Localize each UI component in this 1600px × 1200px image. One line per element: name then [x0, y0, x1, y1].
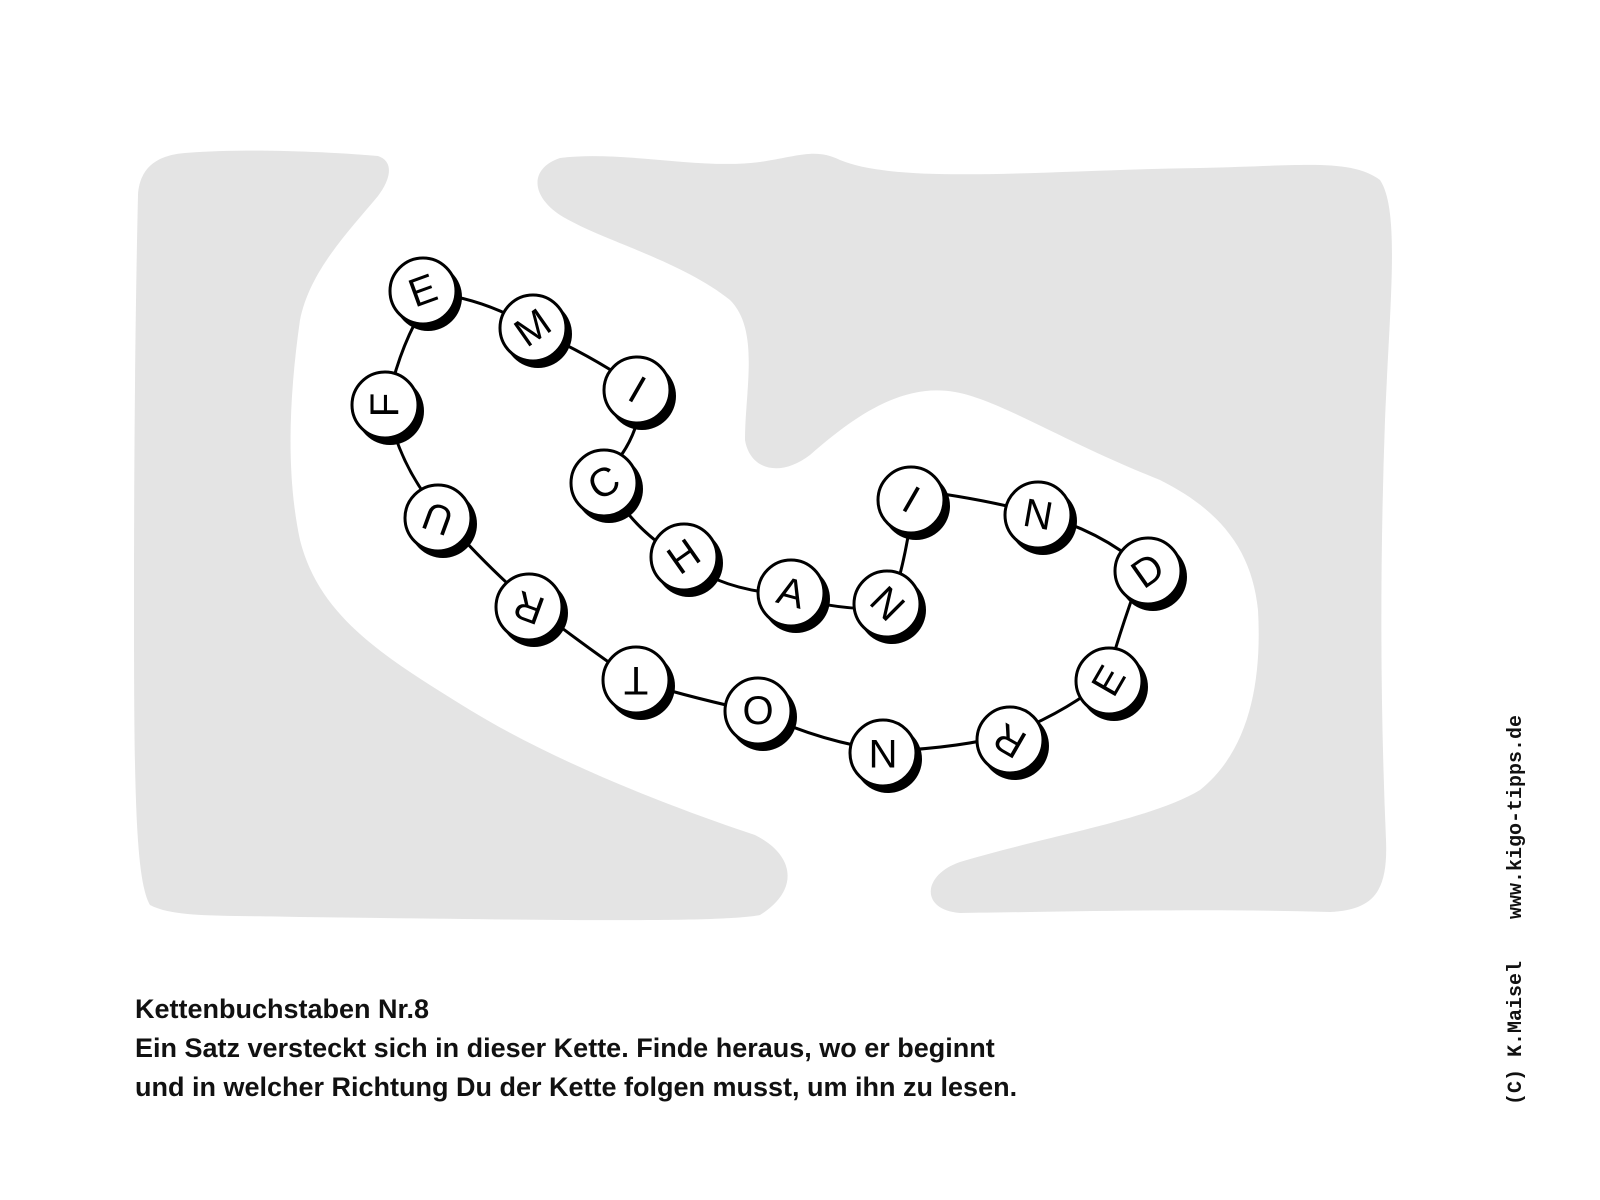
bead-face — [403, 483, 473, 553]
chain-bead: R — [975, 705, 1049, 780]
credit-line: (C) K.Maisel www.kigo-tipps.de — [1505, 715, 1528, 1105]
bead-letter: F — [363, 393, 407, 417]
chain-bead: E — [1074, 646, 1148, 721]
bead-face — [1113, 536, 1183, 606]
background-blob-left — [134, 150, 788, 921]
author-credit: (C) K.Maisel — [1505, 960, 1528, 1105]
bead-letter: O — [742, 689, 773, 733]
chain-bead: N — [852, 569, 926, 644]
bead-letter: N — [869, 731, 898, 775]
bead-face — [848, 718, 918, 788]
caption-instruction-line-1: Ein Satz versteckt sich in dieser Kette.… — [135, 1033, 995, 1063]
chain-bead: H — [649, 522, 723, 597]
bead-face — [602, 355, 672, 425]
chain-bead: C — [569, 448, 643, 523]
chain-bead: I — [602, 355, 676, 430]
chain-bead: I — [876, 465, 950, 540]
bead-face — [756, 558, 826, 628]
bead-face — [569, 448, 639, 518]
chain-bead: N — [848, 718, 922, 793]
caption-title: Kettenbuchstaben Nr.8 — [135, 994, 430, 1024]
bead-face — [494, 572, 564, 642]
chain-bead: U — [403, 483, 477, 558]
chain-bead: M — [498, 293, 572, 368]
chain-bead: A — [756, 558, 830, 633]
background-blob-right — [537, 153, 1392, 913]
bead-face — [601, 645, 671, 715]
chain-bead: D — [1113, 536, 1187, 611]
bead-face — [975, 705, 1045, 775]
bead-face — [649, 522, 719, 592]
chain-bead: T — [601, 645, 675, 720]
chain-bead: R — [494, 572, 568, 647]
bead-face — [852, 569, 922, 639]
bead-letter: T — [624, 658, 648, 702]
caption-instruction-line-2: und in welcher Richtung Du der Kette fol… — [135, 1072, 1018, 1102]
bead-face — [1003, 480, 1073, 550]
chain-bead: E — [388, 256, 462, 331]
bead-face — [498, 293, 568, 363]
bead-face — [350, 370, 420, 440]
bead-face — [723, 676, 793, 746]
website-credit: www.kigo-tipps.de — [1505, 714, 1528, 919]
chain-bead: N — [1003, 480, 1077, 555]
caption-block: Kettenbuchstaben Nr.8 Ein Satz versteckt… — [135, 990, 1385, 1107]
bead-face — [1074, 646, 1144, 716]
chain-bead: O — [723, 676, 797, 751]
chain-bead: F — [350, 370, 424, 445]
bead-face — [876, 465, 946, 535]
bead-face — [388, 256, 458, 326]
